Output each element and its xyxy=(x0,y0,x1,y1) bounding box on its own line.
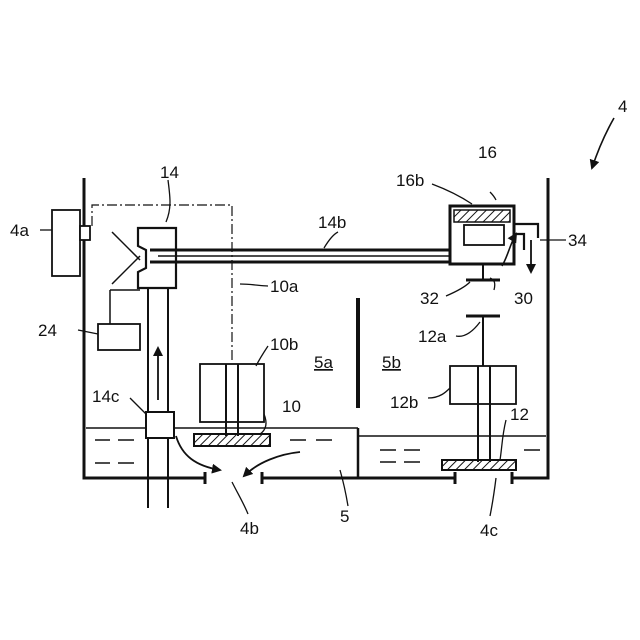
pump-unit xyxy=(138,228,176,288)
labels: 4 4a 24 14 14b 10a 16 16b 34 32 30 12a 1… xyxy=(10,97,627,540)
label-controller: 24 xyxy=(38,321,57,340)
float-guide-left xyxy=(200,364,264,422)
figure-ref-arrow xyxy=(592,118,614,168)
water-surface-right xyxy=(358,436,546,462)
label-float-rod-left: 10a xyxy=(270,277,299,296)
label-chamber-left: 5a xyxy=(314,353,333,372)
float-left xyxy=(194,434,270,446)
label-plug: 30 xyxy=(514,289,533,308)
label-float-guide-right: 12b xyxy=(390,393,418,412)
head-inner-box xyxy=(464,225,504,245)
label-pump-unit: 14 xyxy=(160,163,179,182)
label-valve: 14c xyxy=(92,387,120,406)
label-float-guide-left: 10b xyxy=(270,335,298,354)
label-drain-right: 4c xyxy=(480,521,498,540)
beam-lines xyxy=(112,232,140,284)
label-float-rod-right: 12a xyxy=(418,327,447,346)
head-frame-hatch xyxy=(454,210,510,222)
drain-arrow-right xyxy=(244,452,300,476)
valve-box xyxy=(146,412,174,438)
label-head-unit: 16 xyxy=(478,143,497,162)
label-float-right: 12 xyxy=(510,405,529,424)
label-outlet: 34 xyxy=(568,231,587,250)
label-tank-inlet: 4a xyxy=(10,221,29,240)
label-fig-ref: 4 xyxy=(618,97,627,116)
label-partition: 5 xyxy=(340,507,349,526)
label-drain-left: 4b xyxy=(240,519,259,538)
float-guide-right xyxy=(450,366,516,404)
float-right xyxy=(442,460,516,470)
label-chamber-right: 5b xyxy=(382,353,401,372)
label-head-frame: 16b xyxy=(396,171,424,190)
label-stopper: 32 xyxy=(420,289,439,308)
label-pipe: 14b xyxy=(318,213,346,232)
controller-box xyxy=(98,324,140,350)
label-float-left: 10 xyxy=(282,397,301,416)
outlet-pipe xyxy=(514,224,538,250)
